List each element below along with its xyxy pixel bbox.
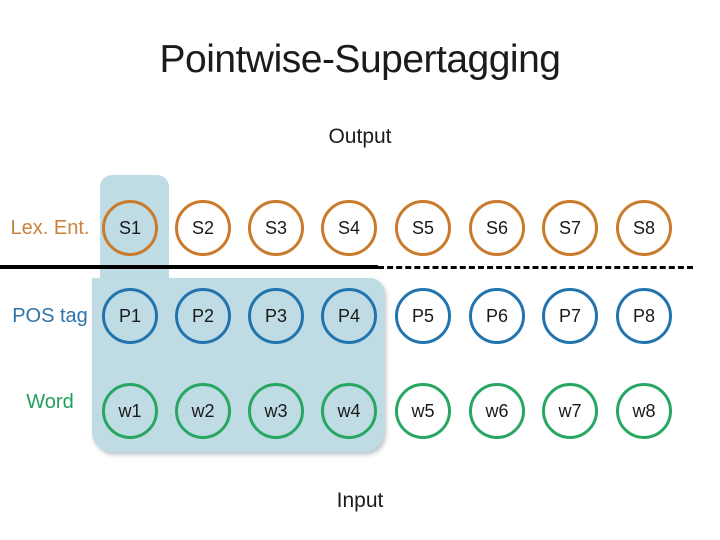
node-w5: w5 [395,383,451,439]
node-w7: w7 [542,383,598,439]
node-p2: P2 [175,288,231,344]
node-s7: S7 [542,200,598,256]
node-p5: P5 [395,288,451,344]
node-p1: P1 [102,288,158,344]
node-p3: P3 [248,288,304,344]
node-s2: S2 [175,200,231,256]
node-p6: P6 [469,288,525,344]
node-s3: S3 [248,200,304,256]
node-w4: w4 [321,383,377,439]
slide-title: Pointwise-Supertagging [159,38,561,81]
node-w3: w3 [248,383,304,439]
node-s5: S5 [395,200,451,256]
row-label-lex-ent: Lex. Ent. [10,217,90,239]
divider-dashed-line [378,266,693,269]
divider-solid-line [0,265,378,269]
node-s4: S4 [321,200,377,256]
node-p7: P7 [542,288,598,344]
node-s1: S1 [102,200,158,256]
node-s8: S8 [616,200,672,256]
node-s6: S6 [469,200,525,256]
input-label: Input [336,489,384,512]
node-w2: w2 [175,383,231,439]
node-p4: P4 [321,288,377,344]
node-w8: w8 [616,383,672,439]
node-w6: w6 [469,383,525,439]
row-label-word: Word [26,391,74,413]
node-p8: P8 [616,288,672,344]
output-label: Output [328,125,392,148]
node-w1: w1 [102,383,158,439]
row-label-pos-tag: POS tag [12,305,88,327]
